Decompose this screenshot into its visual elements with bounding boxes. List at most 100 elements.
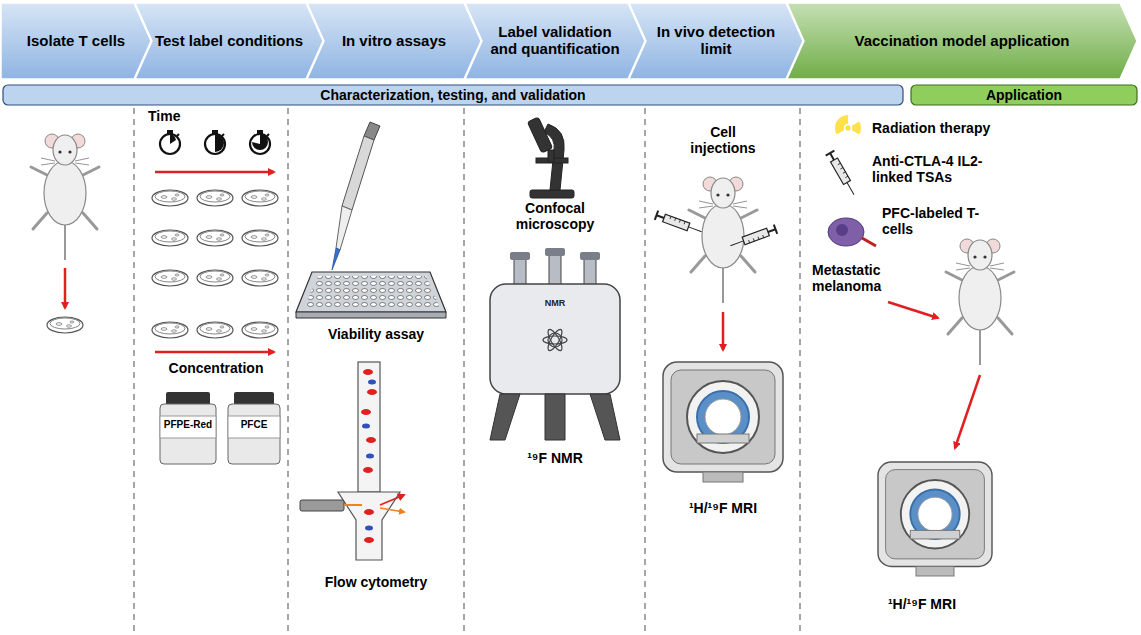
illustration-part	[545, 248, 565, 256]
illustration-part	[64, 268, 67, 308]
text-holder: In vivo detection limit	[648, 24, 784, 58]
illustration-part	[155, 351, 274, 354]
illustration-part	[584, 258, 596, 286]
text-holder: Characterization, testing, and validatio…	[22, 88, 884, 102]
illustration-part	[946, 239, 1014, 365]
microscope	[527, 117, 574, 198]
illustration-part	[242, 270, 278, 286]
text-holder: Test label conditions	[154, 33, 304, 50]
illustration-part	[543, 328, 567, 353]
well-plate	[296, 272, 446, 318]
illustration-part	[242, 190, 278, 206]
illustration-part	[197, 190, 233, 206]
radiation-symbol	[835, 115, 861, 144]
illustration-part	[242, 322, 278, 338]
step-label: In vivo detection limit	[648, 24, 784, 58]
phase-bar: Application	[910, 84, 1138, 106]
illustration-part	[47, 317, 83, 333]
illustration-part	[878, 462, 992, 576]
step-chevron: Label validation and quantification	[464, 2, 646, 80]
illustration-part	[364, 537, 374, 543]
node-outline-path	[3, 85, 903, 105]
illustration-part	[152, 270, 188, 286]
illustration-part	[527, 117, 552, 153]
text-holder: In vitro assays	[326, 33, 462, 50]
illustration-part	[548, 150, 554, 162]
illustration-part	[342, 136, 374, 210]
illustration-part	[590, 394, 620, 440]
illustration-part	[362, 424, 370, 429]
illustration-part	[490, 394, 520, 440]
illustration-part	[205, 130, 225, 154]
flow-cell	[300, 362, 404, 560]
illustration-part	[252, 134, 268, 150]
illustration-part	[463, 108, 464, 635]
illustration-part	[31, 134, 99, 260]
illustration-part	[366, 437, 376, 443]
axis-label: Concentration	[150, 360, 282, 376]
step-chevron: Vaccination model application	[786, 2, 1138, 80]
step-chevron: Test label conditions	[134, 2, 324, 80]
step-label: Vaccination model application	[806, 33, 1118, 50]
illustration-part	[160, 130, 180, 154]
illustration-part	[250, 130, 270, 154]
illustration-part	[380, 508, 404, 512]
illustration-part	[722, 312, 725, 350]
panel-label: Viability assay	[296, 326, 456, 342]
illustration-part	[152, 230, 188, 246]
illustration-part	[546, 328, 565, 353]
illustration-part	[546, 328, 565, 353]
callout-label: Metastatic melanoma	[812, 262, 907, 294]
illustration-part	[663, 362, 783, 482]
illustration-part	[197, 230, 233, 246]
illustration-part	[332, 248, 340, 270]
node-outline-path	[465, 3, 645, 79]
panel-label: ¹H/¹⁹F MRI	[650, 500, 796, 516]
illustration-part	[545, 394, 565, 440]
column-divider	[134, 108, 800, 635]
step-chevron: Isolate T cells	[0, 2, 152, 80]
illustration-part	[133, 108, 134, 635]
node-outline-path	[629, 3, 803, 79]
illustration-part	[160, 416, 216, 438]
illustration-part	[366, 454, 374, 459]
illustration-part	[729, 225, 778, 251]
node-outline-path	[911, 85, 1137, 105]
nmr-magnet	[490, 248, 620, 440]
illustration-part	[152, 322, 188, 338]
illustration-part	[580, 252, 600, 260]
illustration-part	[828, 218, 864, 246]
text-holder: Isolate T cells	[13, 33, 139, 50]
illustration-part	[160, 404, 216, 464]
item-label: PFC-labeled T-cells	[882, 205, 992, 237]
illustration-part	[362, 380, 376, 531]
text-holder: Application	[930, 88, 1118, 102]
illustration-part	[799, 108, 800, 635]
illustration-part	[336, 206, 352, 250]
illustration-part	[530, 190, 574, 198]
step-label: Isolate T cells	[13, 33, 139, 50]
node-outline-path	[1, 3, 151, 79]
illustration-part	[510, 252, 530, 260]
item-label: Anti-CTLA-4 IL2-linked TSAs	[872, 153, 1022, 185]
panel-label: ¹⁹F NMR	[480, 450, 630, 466]
illustration-part	[197, 270, 233, 286]
text-holder: Label validation and quantification	[484, 24, 626, 58]
illustration-part	[287, 108, 288, 635]
illustration-part	[955, 375, 980, 448]
illustration-part	[367, 389, 377, 395]
illustration-part	[338, 492, 400, 560]
illustration-part	[380, 495, 404, 505]
phase-label: Application	[930, 88, 1118, 102]
labeled-t-cell	[828, 218, 876, 246]
illustration-part	[368, 380, 376, 385]
step-label: Test label conditions	[154, 33, 304, 50]
illustration-part	[365, 526, 373, 531]
instrument-label: NMR	[530, 298, 580, 308]
pipette	[332, 122, 380, 270]
illustration-part	[862, 238, 876, 246]
illustration-part	[296, 312, 446, 318]
illustration-part	[155, 171, 274, 174]
step-label: Label validation and quantification	[484, 24, 626, 58]
